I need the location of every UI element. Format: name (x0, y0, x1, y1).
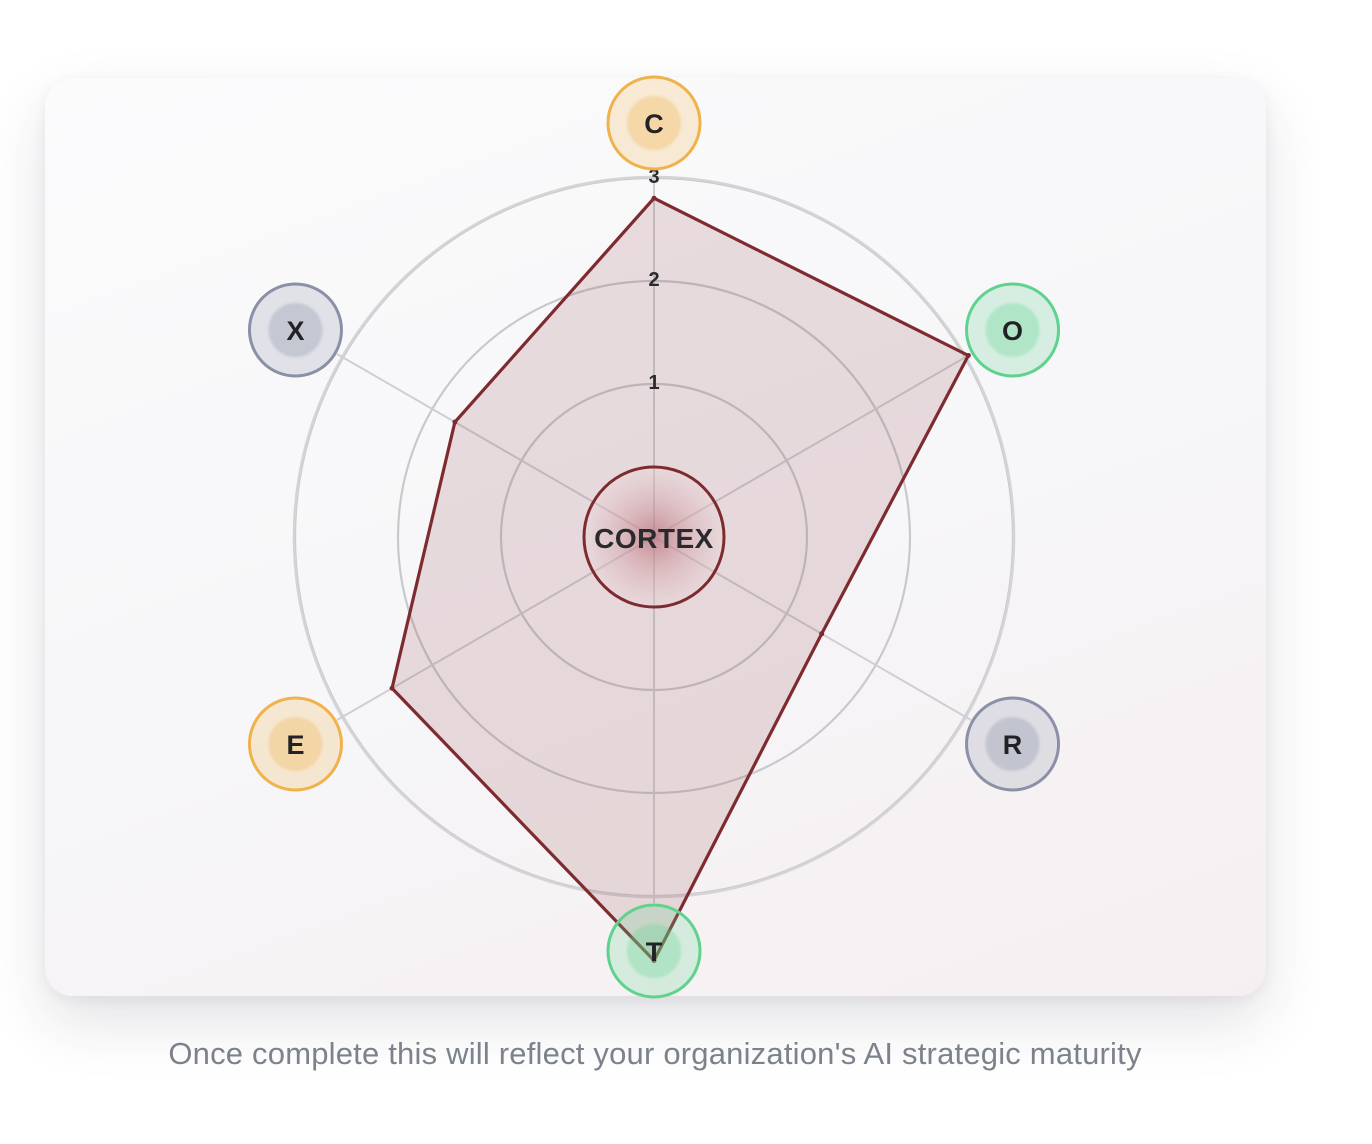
axis-node-t[interactable]: T (606, 903, 702, 999)
axis-node-core (268, 717, 323, 771)
axis-node-c[interactable]: C (606, 75, 702, 171)
axis-label-t: T (646, 937, 663, 967)
axis-node-core (985, 303, 1040, 357)
data-point-r (819, 631, 825, 637)
axis-node-o[interactable]: O (965, 282, 1061, 378)
axis-node-core (627, 96, 681, 150)
axis-node-core (627, 924, 681, 978)
axis-label-c: C (644, 109, 664, 139)
ring-tick-label-1: 1 (648, 372, 659, 394)
axis-node-core (268, 303, 323, 357)
ring-tick-label-2: 2 (648, 269, 659, 291)
center-layer: CORTEX (582, 465, 726, 609)
axis-node-x[interactable]: X (247, 282, 343, 378)
data-point-e (389, 685, 395, 691)
axis-node-e[interactable]: E (247, 696, 343, 792)
ring-tick-label-3: 3 (648, 166, 659, 188)
axis-nodes: C O R T E X (247, 75, 1061, 999)
caption-text: Once complete this will reflect your org… (168, 1036, 1142, 1071)
data-point-o (965, 353, 971, 358)
ring-tick-labels: 1 2 3 (648, 166, 659, 394)
axis-node-core (985, 717, 1040, 771)
axis-label-e: E (286, 730, 304, 760)
axis-label-x: X (286, 316, 304, 346)
center-hub (582, 465, 726, 609)
center-label: CORTEX (594, 523, 714, 554)
data-point-c (651, 195, 657, 201)
data-point-x (452, 419, 458, 425)
axis-label-r: R (1003, 730, 1023, 760)
axis-node-r[interactable]: R (965, 696, 1061, 792)
axis-label-o: O (1002, 316, 1023, 346)
